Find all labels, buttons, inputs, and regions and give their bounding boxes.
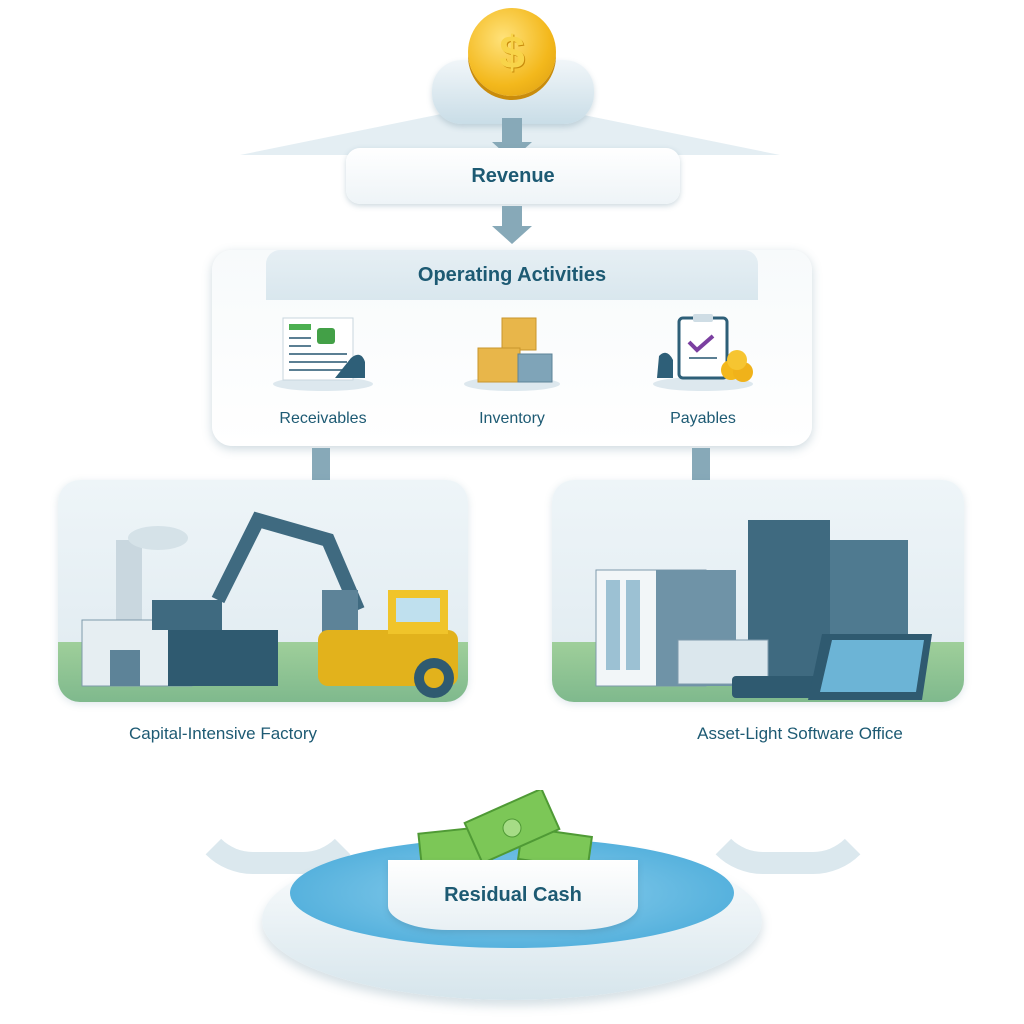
cash-stack-icon [417, 790, 594, 870]
factory-scene [58, 480, 468, 702]
software-office-scene [552, 480, 964, 702]
revenue-label: Revenue [471, 164, 555, 187]
operating-activities-title: Operating Activities [417, 263, 607, 286]
payables-label: Payables [670, 410, 736, 427]
office-buildings-tablet-icon [595, 520, 932, 700]
arrow-down-icon [492, 226, 532, 244]
revenue-box: Revenue [346, 148, 680, 204]
operating-activities-header: Operating Activities [266, 250, 758, 300]
inventory-label: Inventory [479, 410, 545, 427]
receivables-label: Receivables [279, 410, 367, 427]
arrow-shaft [312, 448, 330, 482]
receivables-item: Receivables [248, 312, 398, 428]
residual-cash-pedestal: Residual Cash [388, 860, 638, 930]
residual-cash-label: Residual Cash [444, 883, 582, 906]
boxes-icon [437, 312, 587, 392]
clipboard-check-coins-icon [628, 312, 778, 392]
right-flow-stream [696, 740, 880, 874]
inventory-item: Inventory [437, 312, 587, 428]
dollar-coin-icon: $ [468, 8, 556, 96]
payables-item: Payables [628, 312, 778, 428]
asset-light-software-office-label: Asset-Light Software Office [697, 724, 903, 743]
capital-intensive-factory-label: Capital-Intensive Factory [128, 724, 318, 743]
arrow-shaft [502, 118, 522, 144]
factory-machinery-icon [81, 511, 458, 698]
invoice-document-icon [248, 312, 398, 392]
arrow-shaft [502, 206, 522, 228]
left-flow-stream [186, 740, 370, 874]
arrow-shaft [692, 448, 710, 482]
